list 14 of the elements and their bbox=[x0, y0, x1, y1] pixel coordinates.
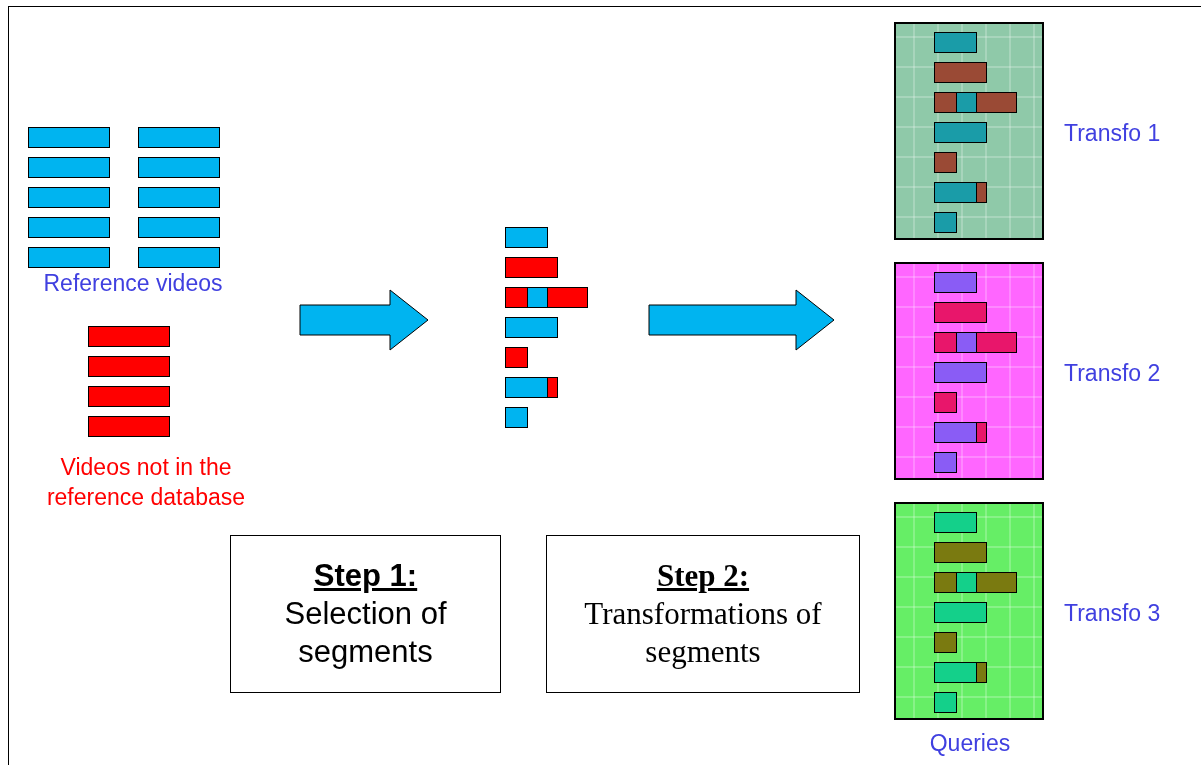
step-description: Selection of segments bbox=[283, 595, 448, 671]
node-label: Transfo 1 bbox=[1064, 119, 1162, 148]
step-description: Transformations of segments bbox=[583, 595, 823, 671]
step-heading: Step 1: bbox=[313, 557, 418, 595]
block-arrow bbox=[648, 289, 835, 351]
node-label: Transfo 3 bbox=[1064, 599, 1162, 628]
block-arrow bbox=[299, 289, 429, 351]
node-label: Reference videos bbox=[42, 269, 224, 298]
step-box bbox=[230, 535, 501, 693]
step-box bbox=[546, 535, 860, 693]
caption: Queries bbox=[928, 729, 1012, 758]
node-label: Transfo 2 bbox=[1064, 359, 1162, 388]
step-heading: Step 2: bbox=[656, 557, 750, 595]
node-label: Videos not in the reference database bbox=[45, 453, 247, 512]
